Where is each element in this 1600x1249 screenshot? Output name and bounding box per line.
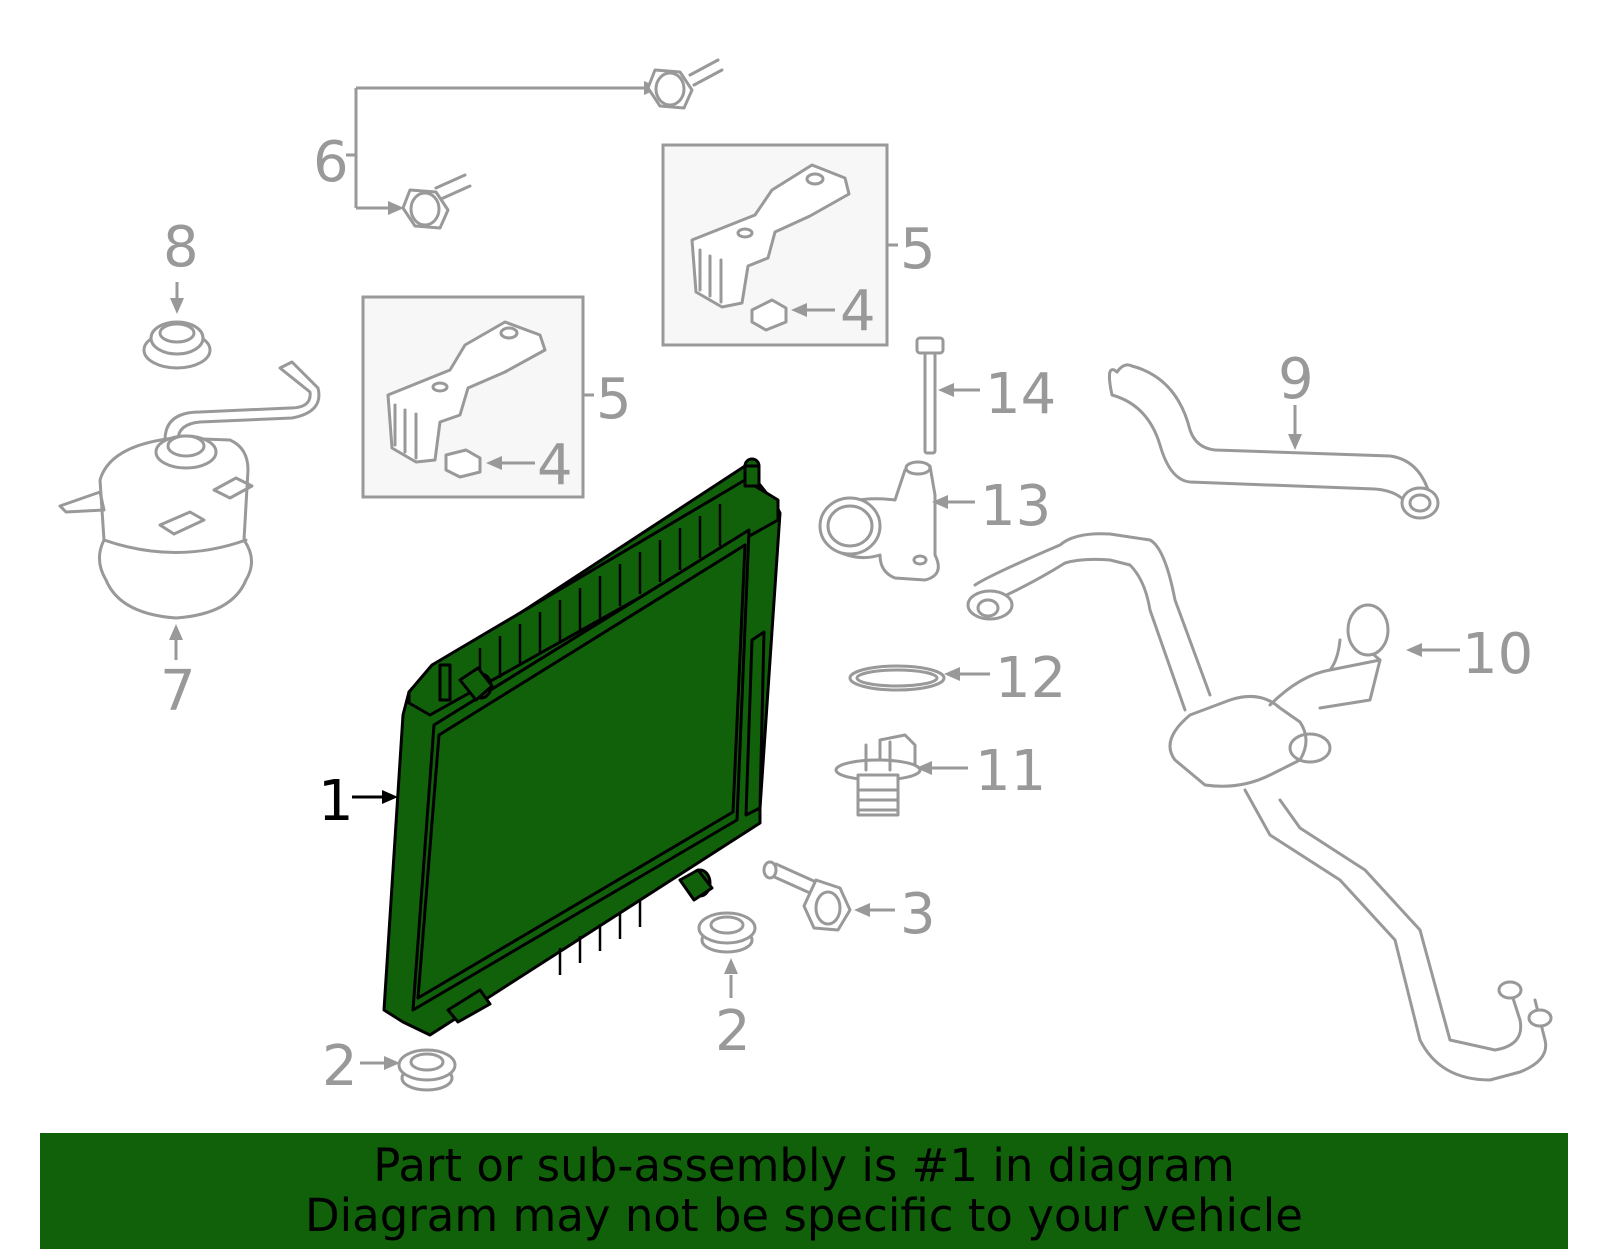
- banner-line-2: Diagram may not be specific to your vehi…: [305, 1189, 1303, 1242]
- callout-2-left: 2: [322, 1034, 358, 1099]
- coolant-reservoir-7: 7: [58, 360, 321, 724]
- insulator-right-2: 2: [697, 911, 757, 1064]
- radiator-1: 1: [318, 457, 782, 1037]
- callout-4-left: 4: [537, 433, 573, 498]
- callout-13: 13: [980, 474, 1051, 539]
- callout-12: 12: [995, 646, 1066, 711]
- thermostat-11: 11: [834, 733, 1046, 817]
- thermostat-housing-13: 13: [818, 460, 1051, 582]
- banner-line-1: Part or sub-assembly is #1 in diagram: [373, 1139, 1235, 1192]
- info-banner: Part or sub-assembly is #1 in diagram Di…: [40, 1133, 1568, 1249]
- callout-7: 7: [160, 659, 196, 724]
- callout-3: 3: [900, 882, 936, 947]
- callout-4-right: 4: [840, 279, 876, 344]
- callout-6: 6: [313, 130, 349, 195]
- bolt-3: 3: [762, 860, 936, 947]
- lower-hose-10: 10: [966, 532, 1553, 1082]
- upper-hose-9: 9: [1107, 347, 1440, 520]
- bolt-lower: [401, 173, 472, 230]
- callout-14: 14: [985, 362, 1056, 427]
- reservoir-cap-8: 8: [142, 215, 212, 370]
- radiator-top-fins: [478, 504, 722, 690]
- bracket-box-left: 4 5: [361, 295, 632, 499]
- callout-5-left: 5: [596, 367, 632, 432]
- callout-1: 1: [318, 769, 354, 834]
- radiator-bottom-fins: [558, 900, 642, 975]
- bracket-box-right: 4 5: [661, 143, 936, 347]
- callout-9: 9: [1278, 347, 1314, 412]
- callout-8: 8: [163, 215, 199, 280]
- bolt-upper: [646, 58, 724, 110]
- callout-10: 10: [1462, 622, 1533, 687]
- housing-bolt-14: 14: [915, 336, 1056, 455]
- callout-2-right: 2: [715, 999, 751, 1064]
- callout-5-right: 5: [900, 217, 936, 282]
- callout-11: 11: [975, 739, 1046, 804]
- insulator-left-2: 2: [322, 1034, 457, 1099]
- bolt-group-6: 6: [313, 58, 724, 230]
- gasket-12: 12: [848, 646, 1066, 711]
